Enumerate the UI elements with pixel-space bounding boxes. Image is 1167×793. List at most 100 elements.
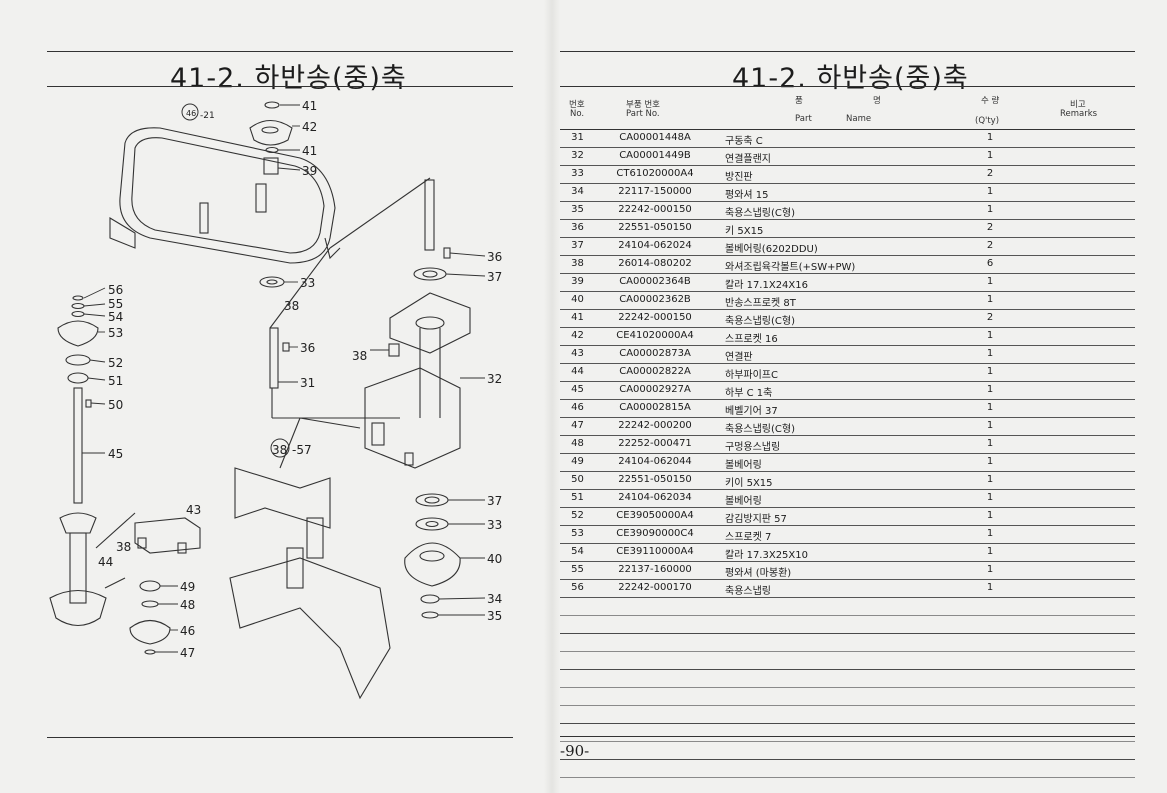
callout-45: 45: [108, 447, 123, 461]
header-remarks-ko: 비고: [1070, 100, 1086, 110]
callout-36a: 36: [487, 250, 502, 264]
callout-46: 46: [186, 109, 196, 118]
empty-row: [560, 706, 1135, 724]
callout-33b: 33: [487, 518, 502, 532]
callout-47: 47: [180, 646, 195, 660]
callout-49: 49: [180, 580, 195, 594]
exploded-parts-diagram: 46 -21 41 42 41 39 36 37 33 38 36 31 38 …: [49, 99, 502, 700]
callout-55: 55: [108, 297, 123, 311]
header-rule: [560, 129, 1135, 130]
callout-35: 35: [487, 609, 502, 623]
empty-row: [560, 616, 1135, 634]
callout-50: 50: [108, 398, 123, 412]
title-rule-top: [47, 51, 513, 52]
callout-53: 53: [108, 326, 123, 340]
callout-38c: 38: [272, 443, 287, 457]
callout-46b: 46: [180, 624, 195, 638]
empty-row: [560, 760, 1135, 778]
callout-34: 34: [487, 592, 502, 606]
callout-37b: 37: [487, 494, 502, 508]
callout-32: 32: [487, 372, 502, 386]
callout-39: 39: [302, 164, 317, 178]
title-rule-bottom-right: [560, 86, 1135, 87]
callout-37a: 37: [487, 270, 502, 284]
title-rule-top-right: [560, 51, 1135, 52]
title-rule-bottom: [47, 86, 513, 87]
empty-row: [560, 742, 1135, 760]
empty-row: [560, 688, 1135, 706]
empty-row: [560, 634, 1135, 652]
left-page: 41-2. 하반송(중)축: [0, 0, 560, 793]
page-number: -90-: [560, 742, 590, 760]
left-bottom-rule: [47, 737, 513, 738]
callout-52: 52: [108, 356, 123, 370]
callout-40: 40: [487, 552, 502, 566]
header-no-en: No.: [570, 109, 585, 119]
callout-57: -57: [292, 443, 312, 457]
empty-row: [560, 670, 1135, 688]
parts-table-header: 번호 No. 부품 번호 Part No. 품 명 Part Name 수 량 …: [560, 92, 1135, 130]
frame-loop: [119, 127, 336, 264]
callout-31: 31: [300, 376, 315, 390]
empty-row: [560, 598, 1135, 616]
callout-48: 48: [180, 598, 195, 612]
header-name-ko-1: 품: [795, 96, 803, 106]
header-part-en: Part No.: [626, 109, 660, 119]
callout-42: 42: [302, 120, 317, 134]
callout-43: 43: [186, 503, 201, 517]
callout-33a: 33: [300, 276, 315, 290]
right-page: 41-2. 하반송(중)축 번호 No. 부품 번호 Part No. 품 명 …: [560, 0, 1167, 793]
header-name-ko-2: 명: [873, 96, 881, 106]
right-page-title: 41-2. 하반송(중)축: [732, 63, 969, 94]
header-part-ko: 부품 번호: [626, 100, 660, 110]
callout-38b: 38: [352, 349, 367, 363]
page-gutter: [544, 0, 560, 793]
callout-54: 54: [108, 310, 123, 324]
callout-56: 56: [108, 283, 123, 297]
left-page-title: 41-2. 하반송(중)축: [170, 63, 407, 94]
header-name-en-2: Name: [846, 114, 872, 124]
callout-41b: 41: [302, 144, 317, 158]
callout-44: 44: [98, 555, 113, 569]
empty-row: [560, 652, 1135, 670]
header-no-ko: 번호: [569, 100, 585, 110]
empty-row: [560, 724, 1135, 742]
header-name-en-1: Part: [795, 114, 812, 124]
header-qty-ko: 수 량: [981, 96, 1000, 106]
callout-38a: 38: [284, 299, 299, 313]
callout-21: -21: [200, 111, 215, 121]
callout-38d: 38: [116, 540, 131, 554]
callout-51: 51: [108, 374, 123, 388]
header-remarks-en: Remarks: [1060, 109, 1098, 119]
callout-41a: 41: [302, 99, 317, 113]
callout-36b: 36: [300, 341, 315, 355]
right-bottom-rule: [560, 736, 1135, 737]
